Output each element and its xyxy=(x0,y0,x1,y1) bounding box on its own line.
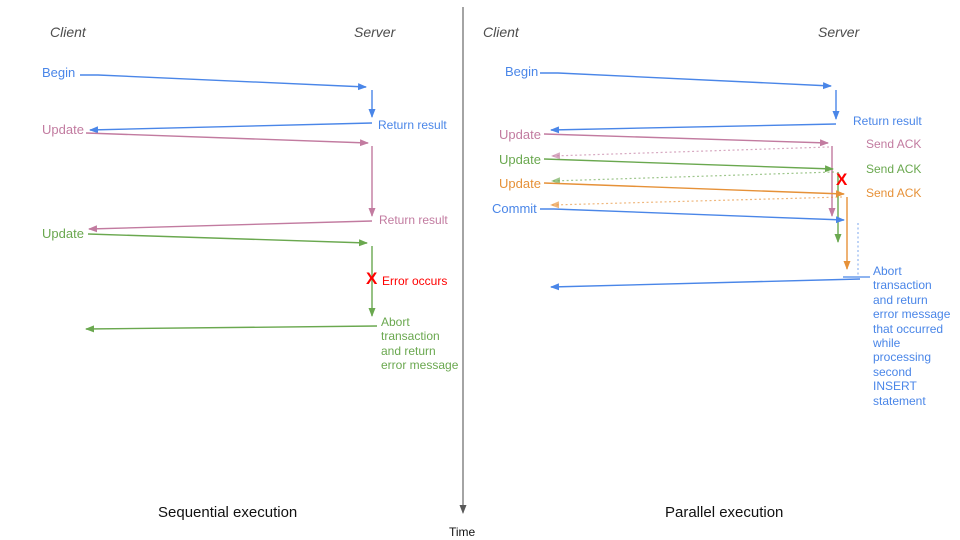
right-commit-label: Commit xyxy=(492,201,537,216)
left-return-result-1-arrow xyxy=(89,122,373,134)
left-update-2-label: Update xyxy=(42,226,84,241)
left-error-occurs-label: Error occurs xyxy=(382,274,448,288)
left-return-result-1-label: Return result xyxy=(378,118,447,132)
right-update-1-label: Update xyxy=(499,127,541,142)
left-update-1-send-arrow xyxy=(85,132,369,147)
right-update-2-send-arrow xyxy=(543,158,834,173)
left-begin-send-arrow xyxy=(80,74,367,91)
left-update-1-label: Update xyxy=(42,122,84,137)
right-panel-arrows xyxy=(540,72,870,291)
right-update-3-send-arrow xyxy=(543,182,845,198)
right-error-x-icon: X xyxy=(836,170,848,189)
left-update-2-send-arrow xyxy=(87,233,368,247)
right-update-2-label: Update xyxy=(499,152,541,167)
left-error-x-icon: X xyxy=(366,269,378,288)
right-commit-send-arrow xyxy=(540,208,845,224)
left-caption: Sequential execution xyxy=(158,504,298,521)
right-send-ack-1-label: Send ACK xyxy=(866,137,922,151)
right-send-ack-3-label: Send ACK xyxy=(866,186,922,200)
left-client-header: Client xyxy=(50,24,86,40)
time-axis-label: Time xyxy=(449,525,476,539)
right-server-header: Server xyxy=(818,24,860,40)
right-client-header: Client xyxy=(483,24,519,40)
right-caption: Parallel execution xyxy=(665,504,784,521)
left-return-result-2-label: Return result xyxy=(379,213,448,227)
left-return-result-2-arrow xyxy=(88,220,373,233)
right-send-ack-3-arrow xyxy=(550,196,843,209)
right-update-1-send-arrow xyxy=(543,133,829,147)
right-abort-message: Abort transaction and return error messa… xyxy=(873,264,951,408)
right-send-ack-1-arrow xyxy=(551,146,830,160)
right-begin-label: Begin xyxy=(505,64,539,79)
right-update-3-label: Update xyxy=(499,176,541,191)
right-begin-send-arrow xyxy=(540,72,832,90)
right-send-ack-2-arrow xyxy=(551,171,835,185)
left-panel-arrows xyxy=(80,74,378,333)
left-begin-label: Begin xyxy=(42,65,76,80)
left-server-header: Server xyxy=(354,24,396,40)
right-return-result-label: Return result xyxy=(853,114,922,128)
left-abort-return-arrow xyxy=(85,325,378,333)
left-abort-message: Abort transaction and return error messa… xyxy=(381,315,459,373)
right-abort-return-arrow xyxy=(550,278,861,291)
right-return-result-arrow xyxy=(550,123,837,134)
right-send-ack-2-label: Send ACK xyxy=(866,162,922,176)
